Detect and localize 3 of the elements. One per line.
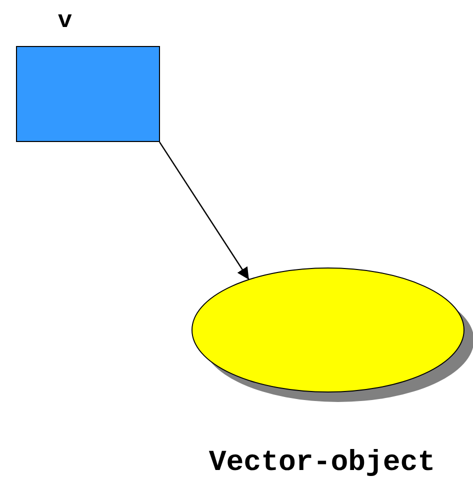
node-label: Vector-object <box>208 446 436 479</box>
arrow <box>159 142 250 280</box>
node-label: v <box>58 8 72 35</box>
